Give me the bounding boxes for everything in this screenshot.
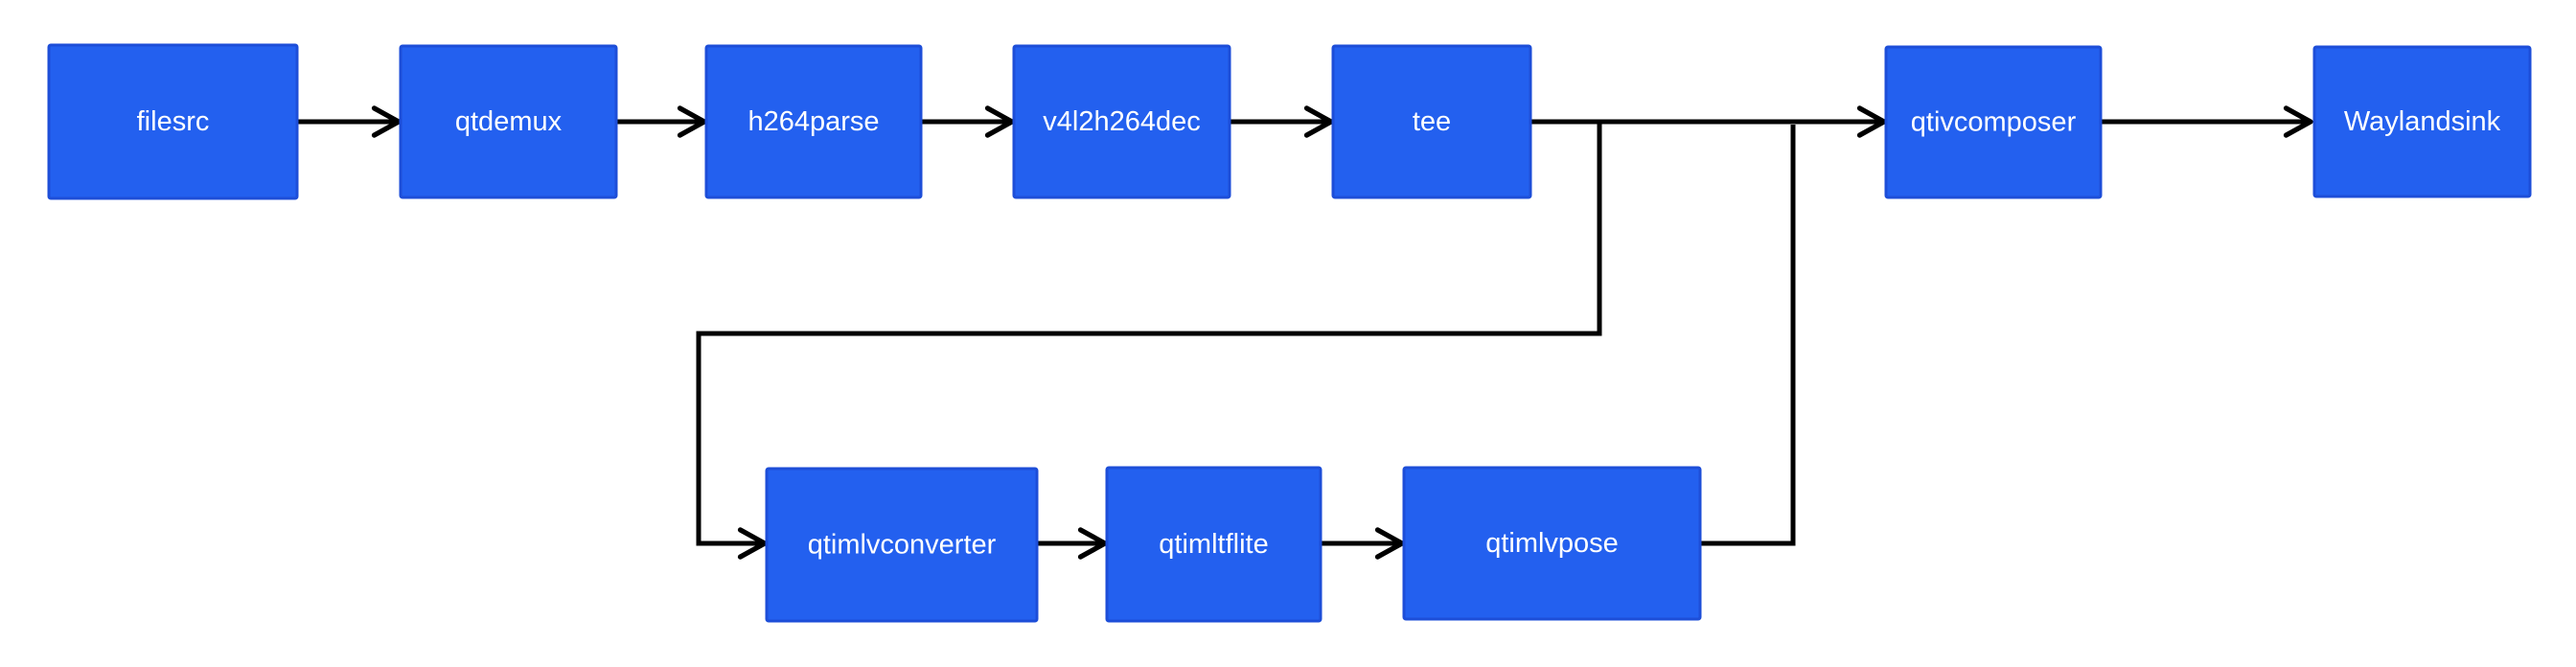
node-filesrc-label: filesrc bbox=[137, 106, 210, 137]
node-qtimltflite-label: qtimltflite bbox=[1159, 529, 1268, 560]
node-qtimlvpose: qtimlvpose bbox=[1402, 466, 1702, 621]
node-qtimltflite: qtimltflite bbox=[1105, 466, 1322, 623]
node-tee: tee bbox=[1331, 44, 1532, 199]
node-v4l2h264dec: v4l2h264dec bbox=[1012, 44, 1231, 199]
node-v4l2h264dec-box bbox=[1012, 44, 1231, 199]
edge-qtimlvpose-join-to-composer-line bbox=[1700, 125, 1796, 546]
node-tee-label: tee bbox=[1413, 106, 1451, 137]
node-qtimltflite-box bbox=[1105, 466, 1322, 623]
node-qtdemux: qtdemux bbox=[399, 44, 618, 199]
node-filesrc-box bbox=[47, 43, 299, 200]
node-tee-box bbox=[1331, 44, 1532, 199]
node-qtimlvpose-label: qtimlvpose bbox=[1485, 528, 1619, 559]
node-waylandsink: Waylandsink bbox=[2312, 45, 2532, 198]
node-qtimlvpose-box bbox=[1402, 466, 1702, 621]
node-qtivcomposer-box bbox=[1884, 45, 2103, 199]
node-waylandsink-box bbox=[2312, 45, 2532, 198]
node-qtivcomposer-label: qtivcomposer bbox=[1911, 107, 2077, 138]
node-h264parse-label: h264parse bbox=[748, 106, 879, 137]
node-qtdemux-box bbox=[399, 44, 618, 199]
node-filesrc: filesrc bbox=[47, 43, 299, 200]
node-qtdemux-label: qtdemux bbox=[455, 106, 563, 137]
edge-tee-branch-to-qtimlvconverter bbox=[696, 122, 1602, 560]
node-v4l2h264dec-label: v4l2h264dec bbox=[1043, 106, 1200, 137]
node-qtimlvconverter-box bbox=[765, 467, 1039, 623]
node-qtimlvconverter: qtimlvconverter bbox=[765, 467, 1039, 623]
node-waylandsink-label: Waylandsink bbox=[2344, 106, 2501, 137]
node-qtivcomposer: qtivcomposer bbox=[1884, 45, 2103, 199]
node-h264parse: h264parse bbox=[704, 44, 923, 199]
node-qtimlvconverter-label: qtimlvconverter bbox=[808, 530, 997, 561]
node-h264parse-box bbox=[704, 44, 923, 199]
